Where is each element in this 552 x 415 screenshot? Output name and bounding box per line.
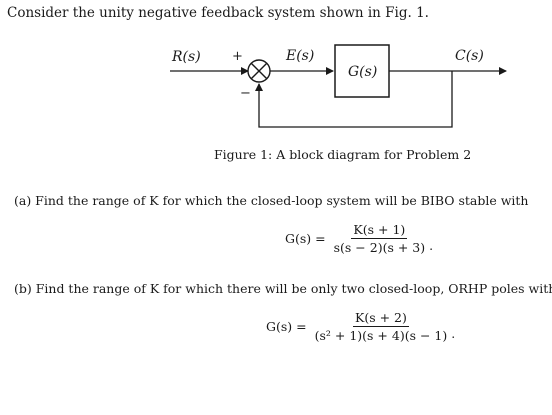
plus-sign: +: [232, 49, 243, 64]
plant-block: [334, 44, 390, 98]
part-a-numerator: K(s + 1): [351, 222, 408, 239]
part-b-period: .: [451, 326, 456, 341]
intro-text: Consider the unity negative feedback sys…: [7, 5, 429, 21]
part-b-equation: G(s) = K(s + 2) (s² + 1)(s + 4)(s − 1) .: [266, 310, 455, 343]
figure-caption: Figure 1: A block diagram for Problem 2: [214, 147, 472, 162]
part-b-numerator: K(s + 2): [352, 310, 409, 327]
input-label: R(s): [171, 49, 201, 65]
minus-sign: −: [240, 86, 251, 101]
feedback-path: [255, 71, 453, 128]
summing-junction: [247, 59, 271, 83]
part-b-denominator: (s² + 1)(s + 4)(s − 1): [314, 328, 448, 343]
part-b-lhs: G(s) =: [266, 319, 307, 334]
part-a-lhs: G(s) =: [285, 231, 326, 246]
block-label: G(s): [348, 64, 377, 80]
part-b-text: (b) Find the range of K for which there …: [14, 281, 552, 296]
part-a-denominator: s(s − 2)(s + 3): [333, 240, 426, 255]
part-a-equation: G(s) = K(s + 1) s(s − 2)(s + 3) .: [285, 222, 433, 255]
part-a-text: (a) Find the range of K for which the cl…: [14, 193, 529, 208]
part-a-fraction: K(s + 1) s(s − 2)(s + 3): [332, 222, 428, 255]
block-diagram: R(s) + − E(s) G(s) C(s): [170, 44, 507, 128]
part-a-period: .: [429, 238, 434, 253]
part-b-fraction: K(s + 2) (s² + 1)(s + 4)(s − 1): [313, 310, 450, 343]
output-label: C(s): [455, 48, 484, 64]
error-label: E(s): [285, 48, 314, 64]
